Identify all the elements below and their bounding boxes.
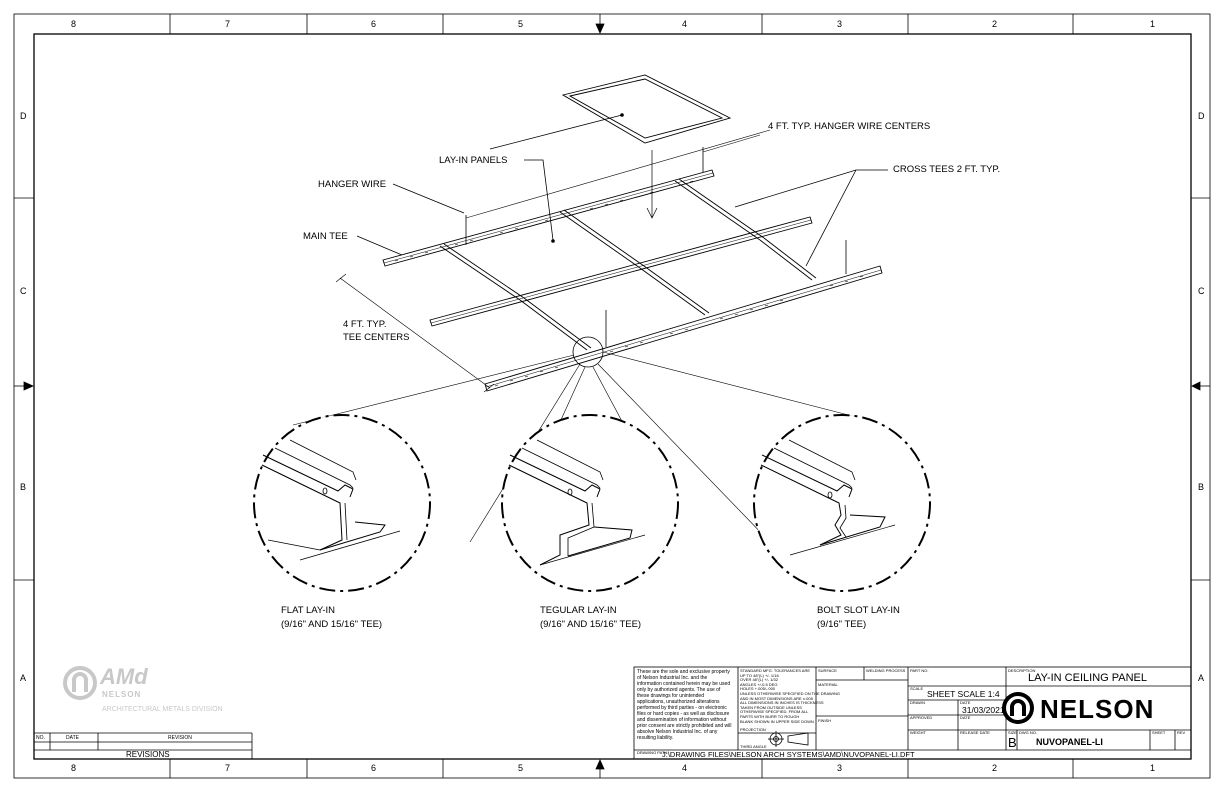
nelson-logo-icon: [1002, 692, 1034, 724]
outer-border: [13, 13, 1211, 779]
zone-col-1-top: 1: [1150, 19, 1156, 29]
zone-col-7-bottom: 7: [225, 763, 231, 773]
main-tee-rear: [382, 169, 715, 267]
amd-logo-text: AMd: [100, 664, 148, 689]
release-date-label: RELEASE DATE: [960, 730, 990, 735]
main-tee-slots: [394, 180, 864, 387]
description-label: DESCRIPTION: [1008, 668, 1036, 673]
zone-ticks: [14, 14, 1210, 778]
zone-col-8-top: 8: [71, 19, 77, 29]
main-tee-front: [484, 265, 883, 392]
drawing-number: NUVOPANEL-LI: [1036, 737, 1103, 747]
centering-arrows: [14, 14, 1210, 778]
zone-col-5-bottom: 5: [518, 763, 524, 773]
zone-col-5-top: 5: [518, 19, 524, 29]
zone-col-4-bottom: 4: [682, 763, 688, 773]
zone-row-b-left: B: [20, 482, 27, 492]
nelson-brand: NELSON: [1040, 694, 1155, 724]
finish-label: FINISH: [818, 718, 832, 723]
third-angle-projection-icon: [768, 731, 809, 747]
caption-tegular-lay-in-size: (9/16" AND 15/16" TEE): [540, 619, 642, 630]
inner-border: [33, 33, 1192, 760]
zone-row-a-right: A: [1198, 673, 1205, 683]
label-tee-centers-line2: TEE CENTERS: [343, 332, 410, 343]
detail-flat-lay-in: [253, 414, 431, 592]
zone-row-b-right: B: [1198, 482, 1205, 492]
drawn-label: DRAWN: [910, 700, 925, 705]
leader-lines: [356, 114, 888, 267]
drawing-date: 31/03/2021: [962, 705, 1005, 715]
revisions-col-no: NO.: [36, 735, 45, 741]
surface-label: SURFACE: [818, 668, 837, 673]
drawing-path-label: DRAWING PATH: [637, 750, 668, 755]
third-angle-label: THIRD ANGLE: [740, 744, 767, 749]
part-no-label: PART NO.: [910, 668, 929, 673]
zone-col-6-bottom: 6: [371, 763, 377, 773]
scale-label: SCALE: [910, 686, 924, 691]
label-main-tee: MAIN TEE: [303, 231, 348, 242]
caption-flat-lay-in-size: (9/16" AND 15/16" TEE): [281, 619, 383, 630]
zone-col-3-top: 3: [837, 19, 843, 29]
caption-bolt-slot-lay-in: BOLT SLOT LAY-IN: [817, 605, 900, 616]
revisions-title: REVISIONS: [126, 750, 170, 759]
projection-label: PROJECTION: [740, 727, 766, 732]
zone-col-7-top: 7: [225, 19, 231, 29]
zone-col-1-bottom: 1: [1150, 763, 1156, 773]
drawing-description: LAY-IN CEILING PANEL: [1028, 672, 1148, 684]
zone-col-6-top: 6: [371, 19, 377, 29]
leader-dots: [551, 113, 624, 243]
floating-lay-in-panel: [561, 74, 732, 144]
isometric-ceiling-grid: [382, 74, 883, 392]
zone-col-2-bottom: 2: [992, 763, 998, 773]
label-hanger-wire: HANGER WIRE: [318, 179, 387, 190]
sheet-scale: SHEET SCALE 1:4: [927, 689, 1000, 699]
weld-label: WELDING PROCESS: [866, 668, 906, 673]
zone-row-c-right: C: [1198, 286, 1205, 296]
amd-logo-mark: [63, 666, 97, 700]
zone-col-4-top: 4: [682, 19, 688, 29]
hanger-wires: [465, 147, 847, 347]
detail-tegular-lay-in: [501, 414, 679, 592]
zone-col-3-bottom: 3: [837, 763, 843, 773]
material-label: MATERIAL: [818, 682, 838, 687]
approved-date-label: DATE: [960, 715, 971, 720]
drawing-path: J:\DRAWING FILES\NELSON ARCH SYSTEMS\AMD…: [662, 750, 915, 759]
cross-tees: [439, 178, 817, 351]
rev-label: REV: [1177, 730, 1186, 735]
zone-col-8-bottom: 8: [71, 763, 77, 773]
label-hanger-wire-centers: 4 FT. TYP. HANGER WIRE CENTERS: [768, 121, 931, 132]
revisions-col-date: DATE: [66, 735, 79, 741]
label-lay-in-panels: LAY-IN PANELS: [439, 155, 508, 166]
zone-row-a-left: A: [20, 673, 27, 683]
label-cross-tees: CROSS TEES 2 FT. TYP.: [893, 164, 1001, 175]
zone-row-c-left: C: [20, 286, 27, 296]
weight-label: WEIGHT: [910, 730, 926, 735]
label-tee-centers-line1: 4 FT. TYP.: [343, 319, 387, 330]
caption-bolt-slot-lay-in-size: (9/16" TEE): [817, 619, 867, 630]
amd-logo-brand: NELSON: [102, 690, 142, 699]
sheet-label: SHEET: [1152, 730, 1166, 735]
sheet-size: B: [1008, 735, 1017, 750]
revisions-col-revision: REVISION: [168, 735, 192, 741]
proprietary-notice: These are the sole and exclusive propert…: [637, 669, 732, 741]
amd-logo-division: ARCHITECTURAL METALS DIVISION: [102, 706, 223, 713]
zone-col-2-top: 2: [992, 19, 998, 29]
caption-tegular-lay-in: TEGULAR LAY-IN: [540, 605, 617, 616]
approved-label: APPROVED: [910, 715, 933, 720]
date-label: DATE: [960, 700, 971, 705]
zone-row-d-left: D: [20, 111, 27, 121]
size-label: SIZE: [1008, 730, 1017, 735]
detail-bolt-slot-lay-in: [753, 414, 931, 592]
dimension-lines: [335, 129, 771, 393]
zone-row-d-right: D: [1198, 111, 1205, 121]
dwg-no-label: DWG NO.: [1019, 730, 1037, 735]
caption-flat-lay-in: FLAT LAY-IN: [281, 605, 336, 616]
revisions-table: [34, 732, 253, 759]
